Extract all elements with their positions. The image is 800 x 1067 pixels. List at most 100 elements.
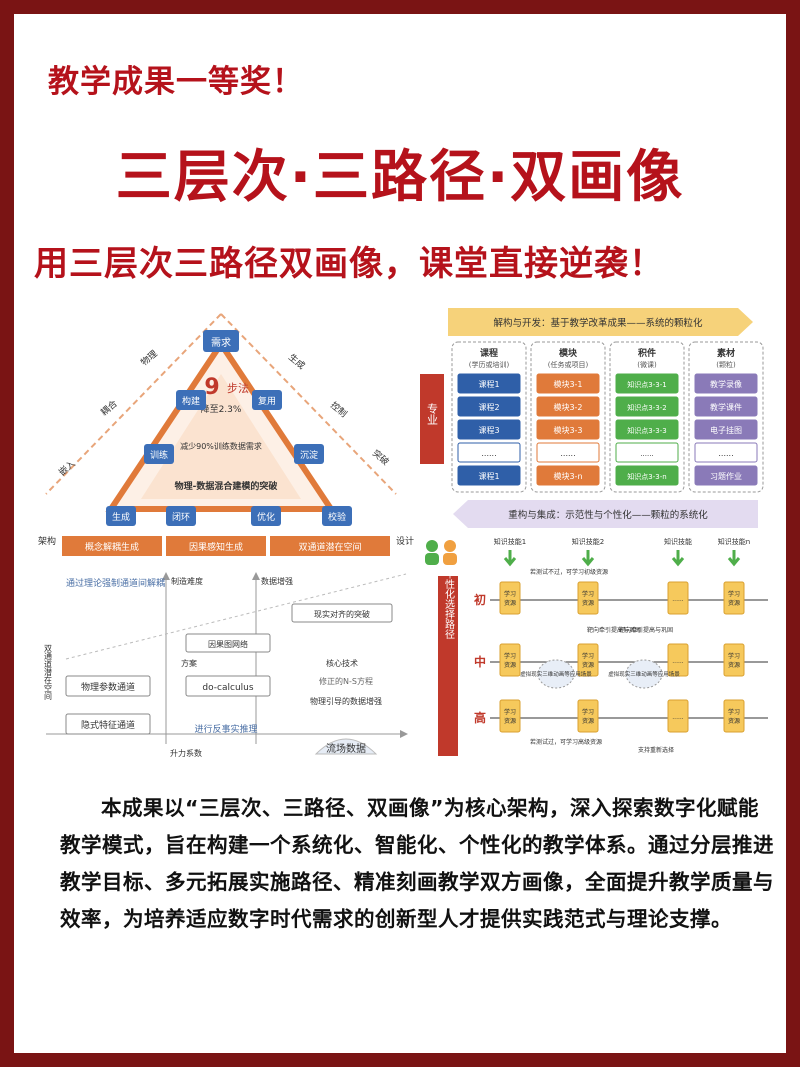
support-label: 支持重新选择	[638, 746, 674, 754]
module-cell-label: 教学录像	[710, 379, 742, 389]
col4-title: 素材	[717, 347, 735, 359]
level-beginner: 初	[474, 592, 486, 607]
flow-data-label: 流场数据	[326, 742, 366, 755]
resource-box	[667, 581, 689, 615]
module-cell	[536, 442, 600, 463]
vertical-axis-label: 双通道潜在空间	[44, 644, 53, 701]
module-cell	[457, 465, 521, 486]
col3-sub: (微课)	[637, 360, 657, 369]
resource-box-label: 学习	[504, 590, 516, 598]
counterfactual-label: 进行反事实推理	[194, 723, 257, 735]
band-1: 概念解耦生成	[85, 541, 139, 553]
virtual-label-2: 虚拟现实三维动画等应用场景	[608, 670, 680, 678]
node-optimize: 优化	[257, 511, 275, 523]
step-number: 9	[204, 375, 219, 400]
module-cell	[457, 442, 521, 463]
resource-box-label: 学习	[728, 708, 740, 716]
module-cell-label: ......	[718, 449, 733, 458]
col2-sub: (任务或项目)	[548, 360, 589, 369]
reduce-data-label: 减少90%训练数据需求	[180, 441, 262, 451]
resource-box-label: 资源	[728, 661, 740, 669]
module-cell-label: 知识点3-3-3	[627, 426, 666, 435]
lift-coefficient-label: 升力系数	[170, 748, 202, 758]
knowledge-head-2: 知识技能2	[572, 537, 604, 546]
col1-sub: (学历或培训)	[469, 360, 510, 369]
main-title: 三层次·三路径·双画像	[115, 145, 685, 210]
module-cell	[457, 419, 521, 440]
resource-box-label: 资源	[728, 599, 740, 607]
module-cell	[536, 419, 600, 440]
resource-box	[499, 699, 521, 733]
down-arrow-icon	[671, 550, 685, 567]
band-left-label: 架构	[38, 535, 56, 547]
module-cell-label: 知识点3-3-2	[627, 403, 666, 412]
reduce-label: 降至2.3%	[201, 403, 242, 415]
right-arrow-3: 突破	[370, 447, 392, 468]
resource-box-label: 学习	[728, 652, 740, 660]
triangle-framework-figure: 需求 9 步法 降至2.3% 构建 复用 训练 减少90%训练数据需求 沉淀 物…	[26, 304, 416, 764]
left-arrow-1: 物理	[138, 348, 160, 369]
resource-box-label: 资源	[582, 661, 594, 669]
knowledge-head-3: 知识技能	[664, 537, 692, 546]
node-build: 构建	[182, 395, 200, 407]
note-top: 若测试不过，可学习初级资源	[530, 568, 608, 576]
resource-box-label: 资源	[582, 717, 594, 725]
hidden-channel-box: 隐式特征通道	[81, 719, 135, 731]
resource-box-label: 学习	[504, 652, 516, 660]
resource-box	[667, 699, 689, 733]
module-cell-label: 模块3-n	[553, 471, 582, 481]
node-settle: 沉淀	[300, 449, 318, 461]
physics-channel-box: 物理参数通道	[81, 681, 135, 693]
resource-box	[499, 643, 521, 677]
module-cell-label: 电子挂图	[710, 425, 742, 435]
student-avatar-1	[426, 540, 438, 552]
resource-box	[577, 581, 599, 615]
module-cell-label: 教学课件	[710, 402, 742, 412]
slogan: 用三层次三路径双画像，课堂直接逆袭！	[34, 244, 664, 284]
poster-page: 教学成果一等奖！ 三层次·三路径·双画像 用三层次三路径双画像，课堂直接逆袭！ …	[14, 14, 786, 1053]
band-3: 双通道潜在空间	[298, 541, 361, 553]
resource-box	[577, 643, 599, 677]
col3-title: 积件	[638, 347, 656, 359]
module-cell	[615, 373, 679, 394]
down-arrow-icon	[581, 550, 595, 567]
left-arrow-3: 嵌入	[57, 458, 78, 478]
resource-box	[499, 581, 521, 615]
side-major-label: 专业	[426, 402, 439, 425]
virtual-label-1: 虚拟现实三维动画等应用场景	[520, 670, 592, 678]
resource-box-label: 学习	[504, 708, 516, 716]
module-cell-label: 课程3	[478, 426, 499, 435]
resource-box-label: 学习	[728, 590, 740, 598]
node-need-label: 需求	[211, 337, 231, 349]
top-arrow-label: 解构与开发：基于教学改革成果——系统的颗粒化	[493, 317, 703, 329]
note-bottom: 若测试过，可学习高级资源	[530, 738, 602, 746]
down-arrow-icon	[503, 550, 517, 567]
module-cell	[694, 465, 758, 486]
col2-title: 模块	[559, 347, 578, 359]
module-cell-label: 模块3-2	[553, 402, 582, 412]
path-cells: 学习资源学习资源学习资源学习资源学习资源学习资源................…	[499, 550, 745, 733]
resource-box-label: 资源	[504, 661, 516, 669]
resource-box	[723, 699, 745, 733]
module-cell	[694, 419, 758, 440]
module-cell	[536, 465, 600, 486]
personalized-path-figure: 个性化选择路径 初 中 高 知识技能1 知识技能2 知识技能 知识技能n 学习资…	[418, 534, 778, 764]
resource-box-label: 学习	[582, 652, 594, 660]
node-train: 训练	[150, 449, 168, 461]
module-cell	[457, 373, 521, 394]
path-side-label: 个性化选择路径	[443, 569, 455, 639]
right-arrow-2: 控制	[328, 399, 350, 420]
resource-box-label: 学习	[582, 590, 594, 598]
module-cell	[457, 396, 521, 417]
module-cell-label: 知识点3-3-n	[627, 472, 666, 481]
module-cell	[694, 396, 758, 417]
module-cell	[694, 442, 758, 463]
resource-box-label: 资源	[582, 599, 594, 607]
col1-title: 课程	[480, 347, 498, 359]
module-cell-label: 课程1	[478, 472, 499, 481]
student-avatar-2	[444, 540, 456, 552]
node-verify: 校验	[328, 511, 346, 523]
guide-label-2: 靶向牵引提高与巩固	[619, 626, 673, 634]
resource-box	[723, 581, 745, 615]
level-middle: 中	[474, 654, 486, 669]
